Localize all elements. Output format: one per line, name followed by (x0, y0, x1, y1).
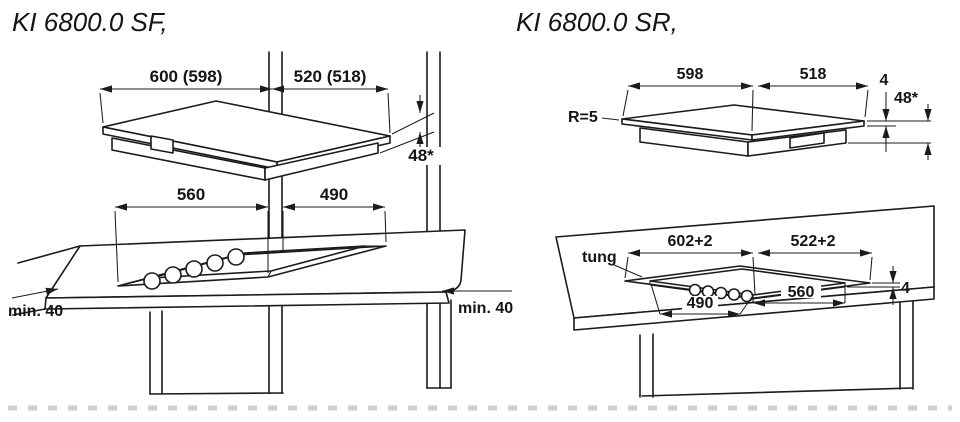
sf-dim-min-right: min. 40 (458, 300, 513, 317)
sr-dim-top-depth: 518 (800, 66, 827, 83)
sr-worktop-drawing (555, 205, 935, 331)
sr-hob-dimensions: 598 518 4 48* R=5 (568, 66, 932, 160)
sf-dim-height: 48* (408, 146, 434, 165)
sr-cutout-dimensions: 602+2 522+2 4 490 560 tung (582, 233, 910, 318)
sr-cabinet-lines (639, 300, 914, 398)
sr-dim-glass-thickness: 4 (880, 72, 889, 89)
sf-wall-lines (268, 51, 441, 394)
sf-hob-bracket (150, 135, 174, 154)
sr-dim-cutout-depth: 522+2 (791, 233, 836, 250)
sr-dim-inner-width: 560 (788, 284, 815, 301)
sf-dim-top-width: 600 (598) (150, 67, 223, 86)
sr-dim-height: 48* (894, 90, 919, 107)
sr-hob-drawing (621, 104, 865, 157)
sf-diagram: KI 6800.0 SF, (8, 7, 513, 395)
sf-hob-drawing (102, 100, 391, 181)
sf-dimensions: 600 (598) 520 (518) 48* 560 490 min. 40 … (8, 67, 513, 320)
sr-mounting-holes (688, 283, 754, 303)
sf-dim-cutout-depth: 490 (320, 185, 348, 204)
sr-hob-terminal-box (789, 132, 825, 149)
sf-model-title: KI 6800.0 SF, (12, 7, 168, 37)
sf-dim-cutout-width: 560 (177, 185, 205, 204)
sf-dim-top-depth: 520 (518) (294, 67, 367, 86)
sr-diagram: KI 6800.0 SR, 598 518 4 48* (516, 7, 935, 398)
sr-seal-label: tung (582, 249, 617, 266)
sf-mounting-holes (143, 248, 245, 290)
sr-dim-inner-depth: 490 (687, 295, 714, 312)
sr-dim-rebate-depth: 4 (901, 280, 910, 297)
sr-dim-corner-radius: R=5 (568, 109, 598, 126)
sr-dim-cutout-width: 602+2 (668, 233, 713, 250)
sr-model-title: KI 6800.0 SR, (516, 7, 678, 37)
sf-worktop-drawing (12, 229, 466, 316)
sf-worktop-front-face (44, 291, 450, 310)
sf-dim-min-left: min. 40 (8, 303, 63, 320)
sr-dim-top-width: 598 (677, 66, 704, 83)
sf-worktop-surface (45, 229, 466, 299)
sf-cabinet-lines (149, 299, 452, 395)
